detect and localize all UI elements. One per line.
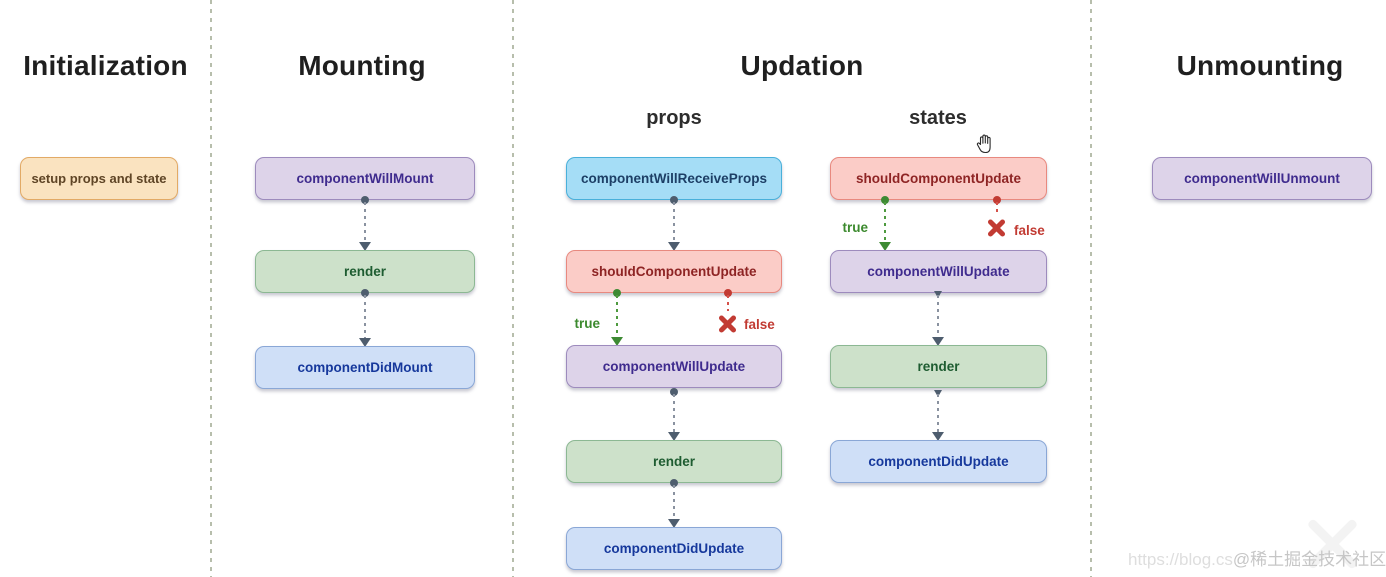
watermark-handle-text: @稀土掘金技术社区 (1232, 550, 1386, 569)
true-branch-connector (878, 196, 892, 251)
watermark: https://blog.cs@稀土掘金技术社区 (1128, 545, 1386, 570)
false-branch-connector (990, 196, 1004, 222)
box-componentwillreceiveprops: componentWillReceiveProps (566, 157, 782, 200)
box-componentwillunmount: componentWillUnmount (1152, 157, 1372, 200)
box-componentwillmount: componentWillMount (255, 157, 475, 200)
box-componentwillupdate-props: componentWillUpdate (566, 345, 782, 388)
connector-arrow (358, 289, 372, 347)
box-render-states: render (830, 345, 1047, 388)
connector-arrow (667, 196, 681, 251)
false-x-icon (717, 314, 737, 334)
column-title-updation: Updation (740, 50, 864, 81)
box-shouldcomponentupdate-props: shouldComponentUpdate (566, 250, 782, 293)
column-title-unmounting: Unmounting (1176, 50, 1344, 81)
false-branch-label: false (744, 317, 775, 332)
connector-arrow (358, 196, 372, 251)
subtitle-props: props (646, 107, 702, 129)
true-branch-label: true (842, 220, 868, 235)
box-render-props: render (566, 440, 782, 483)
false-x-icon (986, 218, 1006, 238)
column-divider (1090, 0, 1092, 577)
watermark-url-text: https://blog.cs (1128, 550, 1233, 569)
connector-arrow (931, 390, 945, 441)
box-setup-props-and-state: setup props and state (20, 157, 178, 200)
box-componentdidmount: componentDidMount (255, 346, 475, 389)
connector-arrow (931, 291, 945, 346)
column-divider (210, 0, 212, 577)
box-componentdidupdate-states: componentDidUpdate (830, 440, 1047, 483)
true-branch-label: true (574, 316, 600, 331)
column-divider (512, 0, 514, 577)
box-shouldcomponentupdate-states: shouldComponentUpdate (830, 157, 1047, 200)
connector-arrow (667, 388, 681, 441)
box-render-mounting: render (255, 250, 475, 293)
box-componentdidupdate-props: componentDidUpdate (566, 527, 782, 570)
column-title-mounting: Mounting (298, 50, 426, 81)
column-title-initialization: Initialization (23, 50, 188, 81)
box-componentwillupdate-states: componentWillUpdate (830, 250, 1047, 293)
true-branch-connector (610, 289, 624, 346)
false-branch-connector (721, 289, 735, 319)
open-hand-cursor-icon (974, 133, 996, 157)
false-branch-label: false (1014, 223, 1045, 238)
connector-arrow (667, 479, 681, 528)
subtitle-states: states (909, 107, 967, 129)
